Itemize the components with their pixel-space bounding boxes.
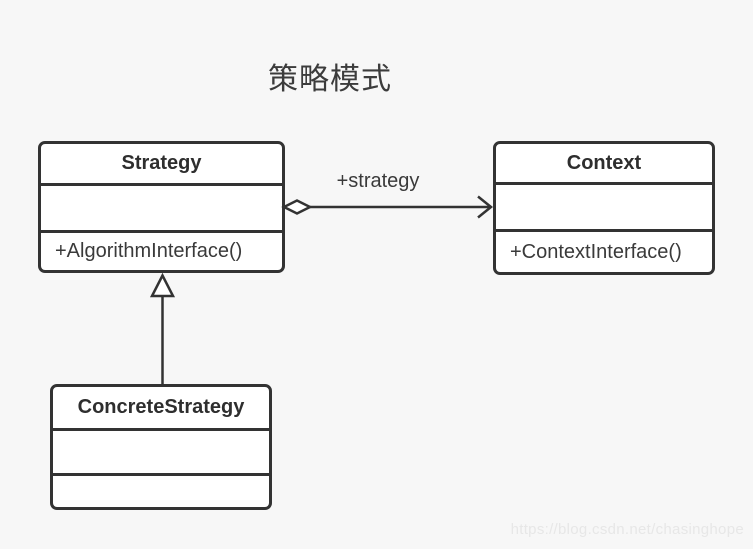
class-attributes-strategy	[41, 183, 282, 230]
class-box-context: Context +ContextInterface()	[493, 141, 715, 275]
class-methods-concrete-strategy	[53, 473, 269, 504]
diagram-title: 策略模式	[268, 63, 392, 96]
class-methods-context: +ContextInterface()	[496, 229, 712, 272]
class-name-concrete-strategy: ConcreteStrategy	[77, 396, 245, 418]
generalization-connector	[149, 272, 176, 384]
class-attributes-concrete-strategy	[53, 428, 269, 473]
aggregation-connector	[281, 195, 493, 219]
class-box-concrete-strategy: ConcreteStrategy	[50, 384, 272, 510]
watermark-text: https://blog.csdn.net/chasinghope	[510, 521, 744, 538]
class-name-strategy: Strategy	[121, 152, 202, 174]
hollow-triangle-icon	[149, 272, 176, 298]
aggregation-diamond-icon	[281, 199, 313, 215]
class-attributes-context	[496, 182, 712, 229]
class-methods-strategy: +AlgorithmInterface()	[41, 230, 282, 270]
association-label: +strategy	[336, 170, 420, 192]
open-arrowhead-icon	[477, 195, 493, 219]
class-name-context: Context	[566, 151, 642, 174]
class-box-strategy: Strategy +AlgorithmInterface()	[38, 141, 285, 273]
